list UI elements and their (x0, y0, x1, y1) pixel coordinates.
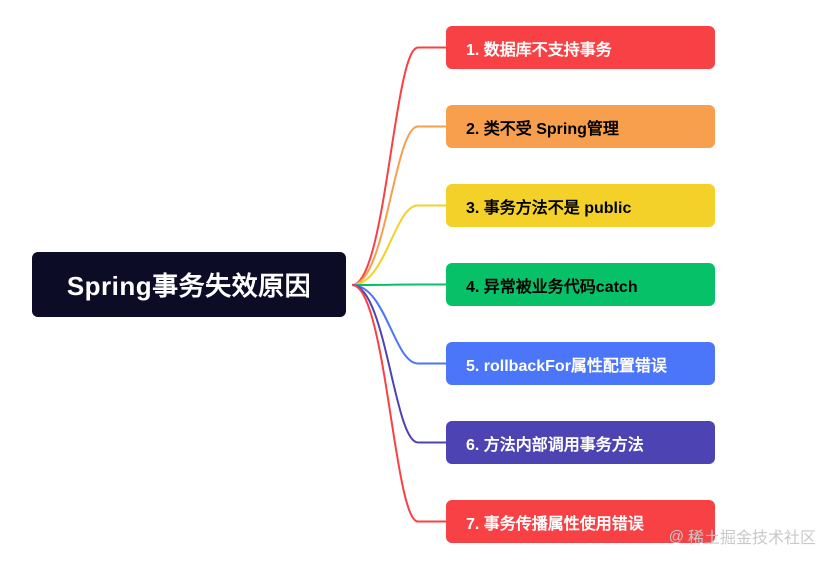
at-icon: @ (668, 527, 684, 545)
connector-line-5 (351, 284, 446, 365)
branch-node-2[interactable]: 2. 类不受 Spring管理 (446, 105, 715, 148)
connector-line-3 (351, 204, 446, 286)
watermark: @ 稀土掘金技术社区 (669, 524, 816, 548)
branch-node-5[interactable]: 5. rollbackFor属性配置错误 (446, 342, 715, 385)
connector-line-4 (351, 283, 446, 286)
branch-node-4[interactable]: 4. 异常被业务代码catch (446, 263, 715, 306)
branch-label-5: 5. rollbackFor属性配置错误 (466, 357, 667, 375)
branch-node-1[interactable]: 1. 数据库不支持事务 (446, 26, 715, 69)
branch-node-3[interactable]: 3. 事务方法不是 public (446, 184, 715, 227)
watermark-text: 稀土掘金技术社区 (687, 530, 816, 547)
branch-label-6: 6. 方法内部调用事务方法 (466, 436, 644, 454)
branch-label-1: 1. 数据库不支持事务 (466, 41, 612, 59)
connector-line-1 (351, 46, 446, 286)
branch-node-6[interactable]: 6. 方法内部调用事务方法 (446, 421, 715, 464)
branch-label-2: 2. 类不受 Spring管理 (466, 120, 619, 138)
connector-line-2 (351, 125, 446, 286)
connector-line-6 (351, 284, 446, 444)
root-topic[interactable]: Spring事务失效原因 (32, 252, 346, 317)
branch-label-4: 4. 异常被业务代码catch (466, 278, 638, 296)
connector-line-7 (351, 284, 446, 523)
root-topic-label: Spring事务失效原因 (66, 271, 312, 301)
branch-label-3: 3. 事务方法不是 public (466, 199, 632, 217)
branch-node-7[interactable]: 7. 事务传播属性使用错误 (446, 500, 715, 543)
branch-label-7: 7. 事务传播属性使用错误 (466, 515, 644, 533)
